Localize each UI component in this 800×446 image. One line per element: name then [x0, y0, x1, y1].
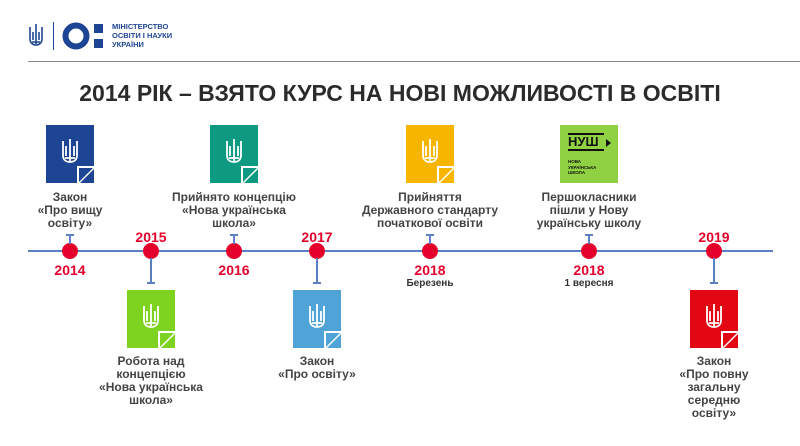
caption-line: школа»	[212, 216, 256, 230]
event-date: Березень	[406, 278, 454, 289]
event-year: 2014	[54, 262, 86, 278]
timeline-connector	[66, 234, 74, 244]
caption-line: освіту»	[47, 216, 93, 230]
document-icon	[293, 290, 341, 348]
event-year: 2018	[573, 262, 605, 278]
event-year: 2015	[135, 229, 167, 245]
timeline-dot	[309, 243, 325, 259]
caption-line: «Про повну	[679, 367, 749, 381]
document-icon	[210, 125, 258, 183]
timeline-connector	[230, 234, 238, 244]
timeline-dot	[706, 243, 722, 259]
timeline-connector	[426, 234, 434, 244]
document-icon	[46, 125, 94, 183]
event-year: 2018	[414, 262, 446, 278]
timeline-dot	[143, 243, 159, 259]
event-year: 2017	[301, 229, 333, 245]
timeline-axis	[28, 250, 773, 252]
caption-line: українську школу	[536, 216, 642, 230]
timeline-connector	[585, 234, 593, 244]
event-year: 2019	[698, 229, 730, 245]
timeline-dot	[226, 243, 242, 259]
event-caption: Закон«Про освіту»	[237, 355, 397, 381]
caption-line: Державного стандарту	[361, 203, 499, 217]
document-icon	[690, 290, 738, 348]
caption-line: школа»	[129, 393, 173, 407]
nush-abbr: НУШ	[568, 133, 604, 151]
caption-line: Прийняття	[398, 190, 462, 204]
caption-line: «Про освіту»	[278, 367, 356, 381]
caption-line: Робота над	[117, 354, 185, 368]
caption-line: Прийнято концепцію	[171, 190, 297, 204]
timeline-connector	[147, 258, 155, 284]
caption-line: Закон	[696, 354, 732, 368]
timeline-connector	[710, 258, 718, 284]
document-icon	[406, 125, 454, 183]
mon-logo-icon	[62, 22, 103, 50]
page-title: 2014 РІК – ВЗЯТО КУРС НА НОВІ МОЖЛИВОСТІ…	[79, 80, 721, 106]
caption-line: пішли у Нову	[549, 203, 629, 217]
caption-line: Закон	[52, 190, 88, 204]
header-divider	[28, 61, 800, 62]
caption-line: «Нова українська	[99, 380, 203, 394]
timeline-dot	[422, 243, 438, 259]
caption-line: початкової освіти	[376, 216, 484, 230]
caption-line: «Нова українська	[182, 203, 286, 217]
timeline-dot	[62, 243, 78, 259]
document-icon	[127, 290, 175, 348]
event-date: 1 вересня	[564, 278, 614, 289]
caption-line: «Про вищу	[37, 203, 103, 217]
timeline-connector	[313, 258, 321, 284]
trident-icon	[29, 24, 43, 46]
caption-line: Першокласники	[541, 190, 637, 204]
timeline-dot	[581, 243, 597, 259]
caption-line: освіту»	[691, 406, 737, 420]
caption-line: середню	[687, 393, 741, 407]
caption-line: Закон	[299, 354, 335, 368]
play-icon	[606, 139, 611, 147]
caption-line: загальну	[687, 380, 741, 394]
caption-line: концепцією	[116, 367, 186, 381]
logo-divider	[53, 22, 54, 50]
event-year: 2016	[218, 262, 250, 278]
